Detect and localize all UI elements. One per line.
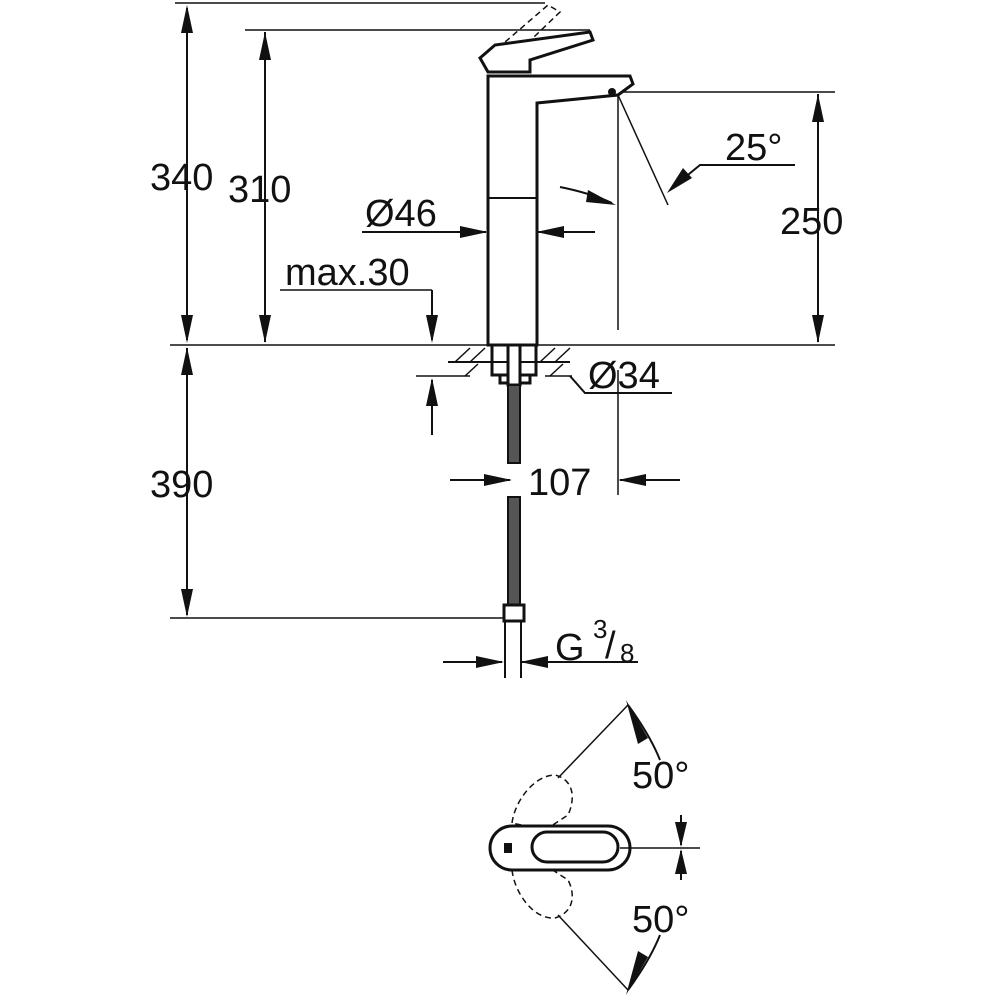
spout-angle-label: 25° xyxy=(725,127,782,169)
spout-top-height-label: 310 xyxy=(228,169,291,211)
body-diameter-label: Ø46 xyxy=(365,193,437,235)
connection-numerator-label: 3 xyxy=(593,614,607,644)
spout-reach-label: 107 xyxy=(528,462,591,504)
supply-hose xyxy=(502,384,526,678)
base-diameter-label: Ø34 xyxy=(588,355,660,397)
dimension-labels: 340 310 250 25° Ø46 max.30 Ø34 390 107 G… xyxy=(150,127,843,941)
dimension-lines xyxy=(181,5,824,668)
deck-thickness-label: max.30 xyxy=(285,252,410,294)
connection-slash: / xyxy=(605,625,616,667)
rotation-up-label: 50° xyxy=(632,755,689,797)
rotation-down-label: 50° xyxy=(632,899,689,941)
connection-prefix-label: G xyxy=(555,627,585,669)
extension-lines xyxy=(170,2,835,619)
faucet-body xyxy=(478,4,635,347)
deck-mounting xyxy=(448,343,571,387)
total-height-label: 340 xyxy=(150,157,213,199)
hose-length-label: 390 xyxy=(150,464,213,506)
top-view xyxy=(488,700,700,995)
spout-height-label: 250 xyxy=(780,201,843,243)
connection-denominator-label: 8 xyxy=(620,638,634,668)
